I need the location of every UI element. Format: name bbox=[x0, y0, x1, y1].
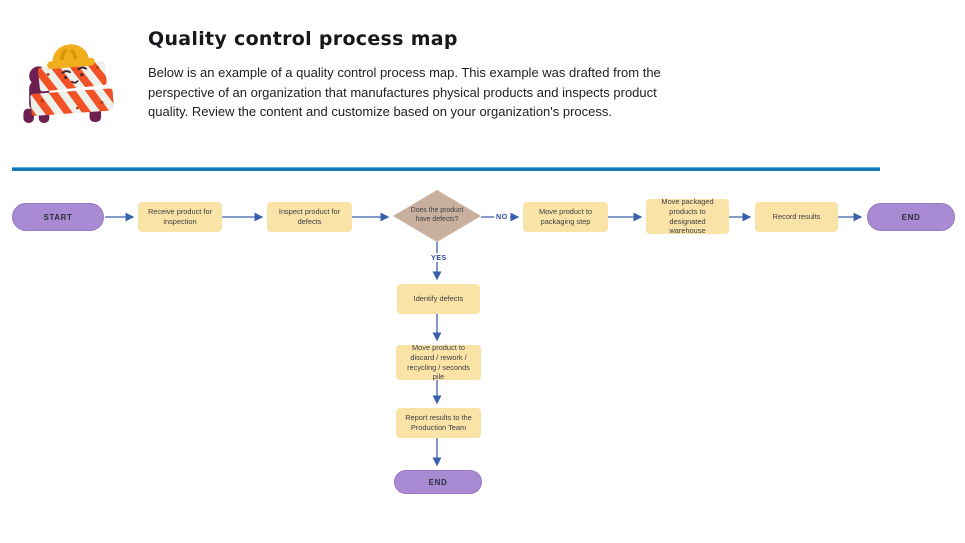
flow-node-record-results[interactable]: Record results bbox=[755, 202, 838, 232]
construction-barrier-icon bbox=[23, 44, 114, 123]
edge-label-yes: YES bbox=[429, 253, 449, 262]
flow-node-move-packaging[interactable]: Move product to packaging step bbox=[523, 202, 608, 232]
flow-node-inspect-product[interactable]: Inspect product for defects bbox=[267, 202, 352, 232]
edge-label-no: NO bbox=[494, 212, 510, 221]
flow-node-move-discard[interactable]: Move product to discard / rework / recyc… bbox=[396, 343, 481, 381]
construction-barrier-illustration bbox=[10, 28, 125, 129]
flow-node-receive-product[interactable]: Receive product for inspection bbox=[138, 202, 222, 232]
flow-node-end-branch[interactable]: END bbox=[394, 470, 482, 494]
section-divider bbox=[12, 167, 880, 171]
page-description: Below is an example of a quality control… bbox=[148, 65, 661, 119]
flow-node-report-results[interactable]: Report results to the Production Team bbox=[396, 408, 481, 438]
flow-node-start[interactable]: START bbox=[12, 203, 104, 231]
flow-node-move-warehouse[interactable]: Move packaged products to designated war… bbox=[646, 197, 729, 235]
page-title: Quality control process map bbox=[148, 28, 458, 50]
flow-node-end-main[interactable]: END bbox=[867, 203, 955, 231]
flow-node-decision-defects[interactable]: Does the product have defects? bbox=[393, 190, 481, 242]
flow-node-identify-defects[interactable]: Identify defects bbox=[397, 284, 480, 314]
